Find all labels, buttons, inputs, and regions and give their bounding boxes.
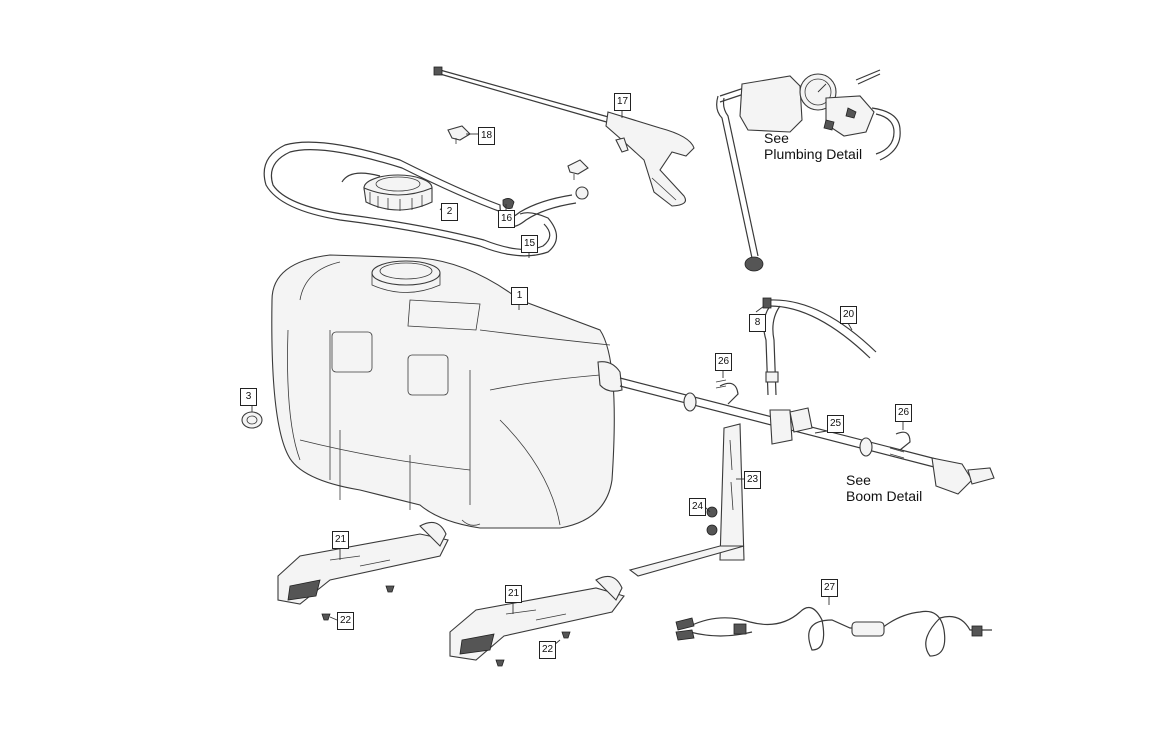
boom-note-line1: See [846, 472, 871, 488]
callout-17: 17 [614, 93, 631, 111]
callout-23: 23 [744, 471, 761, 489]
callout-1: 1 [511, 287, 528, 305]
plumbing-detail-note: See Plumbing Detail [764, 130, 862, 162]
callout-18: 18 [478, 127, 495, 145]
callout-26-left: 26 [715, 353, 732, 371]
callout-3: 3 [240, 388, 257, 406]
boom-detail-note: See Boom Detail [846, 472, 922, 504]
callout-21-left: 21 [332, 531, 349, 549]
pump-assembly [716, 69, 901, 272]
callout-16: 16 [498, 210, 515, 228]
bypass-tube [762, 297, 877, 396]
callout-22-right: 22 [539, 641, 556, 659]
callout-22-left: 22 [337, 612, 354, 630]
callout-26-right: 26 [895, 404, 912, 422]
tank [271, 254, 623, 529]
boom-note-line2: Boom Detail [846, 488, 923, 504]
hose [263, 141, 589, 257]
spray-wand [433, 66, 695, 207]
plumbing-note-line2: Plumbing Detail [764, 146, 863, 162]
u-bolts [715, 379, 911, 459]
wiring-harness [675, 606, 992, 657]
fill-cap [341, 172, 433, 211]
plumbing-note-line1: See [764, 130, 789, 146]
callout-2: 2 [441, 203, 458, 221]
screws [321, 585, 571, 667]
hose-clips [447, 125, 589, 180]
callout-8: 8 [749, 314, 766, 332]
callout-27: 27 [821, 579, 838, 597]
boom-pipe [619, 377, 995, 495]
callout-24: 24 [689, 498, 706, 516]
callout-25: 25 [827, 415, 844, 433]
mount-bracket [628, 423, 745, 577]
tank-fitting [241, 411, 263, 429]
callout-21-right: 21 [505, 585, 522, 603]
mount-plates [277, 521, 625, 661]
callout-15: 15 [521, 235, 538, 253]
callout-20: 20 [840, 306, 857, 324]
